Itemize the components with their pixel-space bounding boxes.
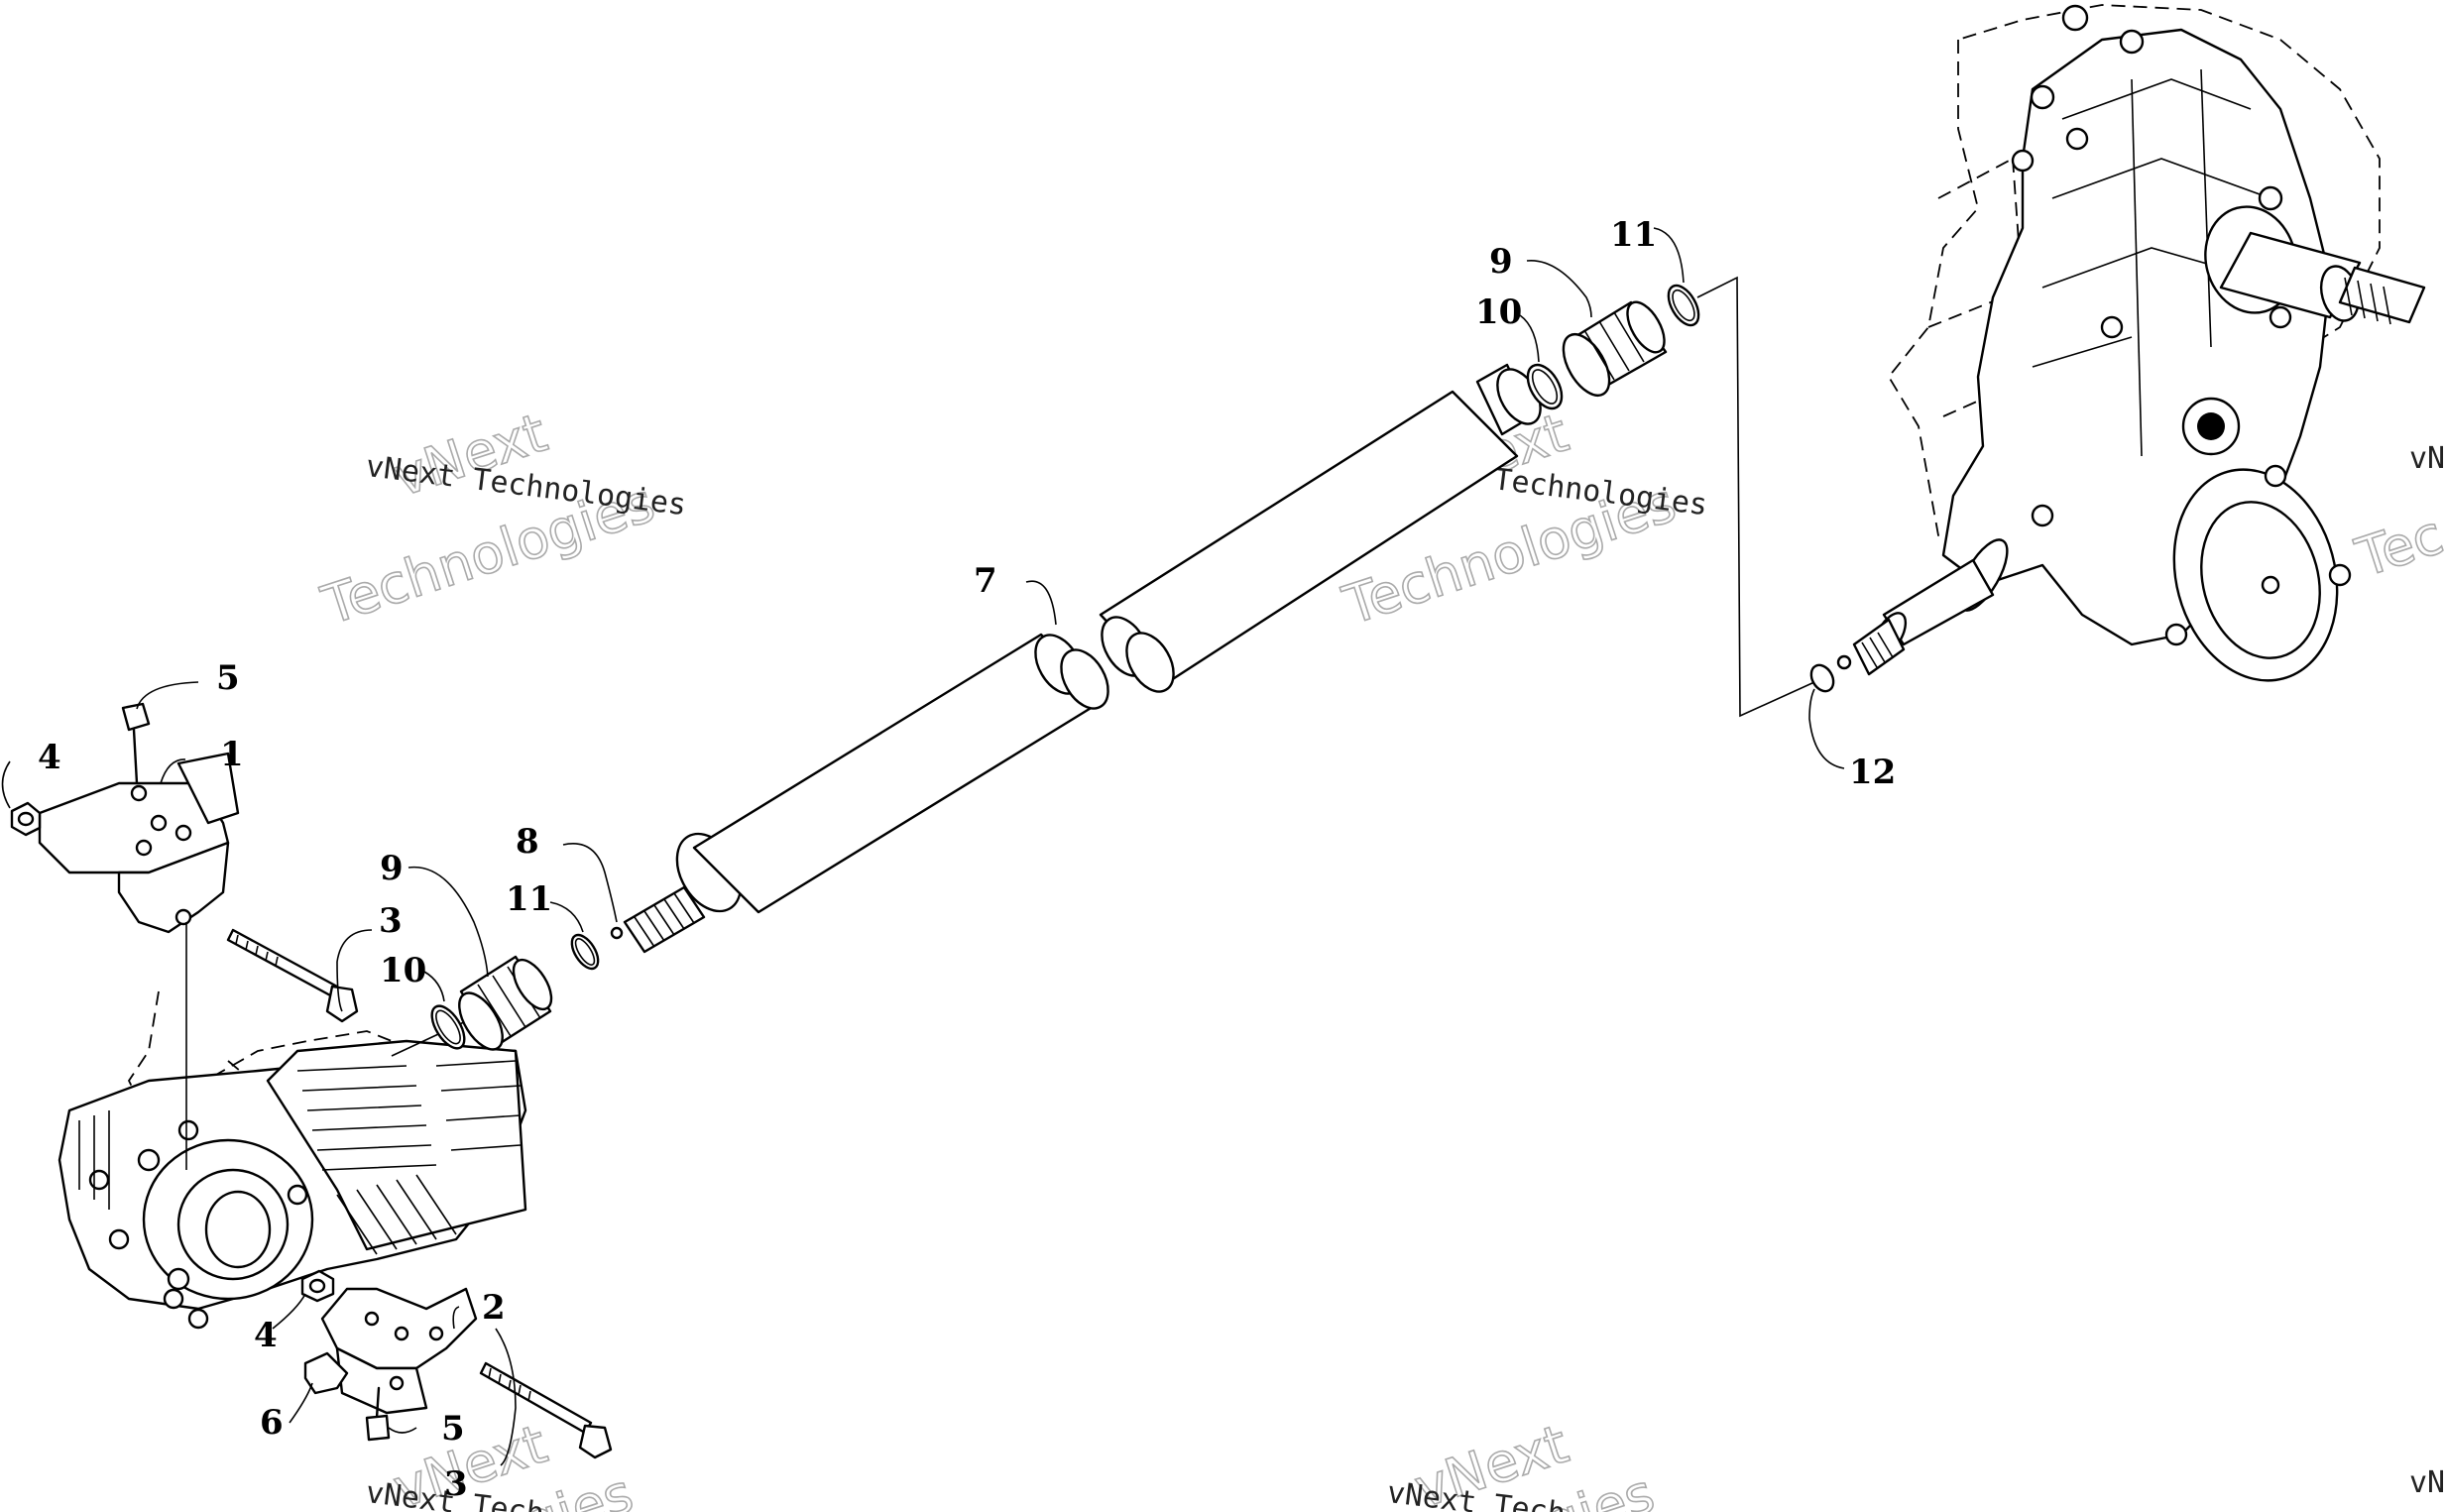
watermark-right-bottom: vN [2409,1465,2444,1500]
callout-11-upper: 11 [1610,215,1657,255]
callout-4-lower: 4 [254,1316,278,1355]
callout-9-lower: 9 [380,849,404,888]
mount-bracket-1 [10,702,359,1170]
watermark-left-top: vNext Technologies vNext Technologies [313,401,688,639]
boot-upper [1562,300,1668,397]
callout-4-upper: 4 [38,738,61,777]
callout-5-upper: 5 [216,658,240,698]
pin [610,926,624,940]
callout-6: 6 [260,1403,284,1443]
callout-1: 1 [220,735,244,774]
transmission-lower-left [58,990,527,1330]
callout-11-lower: 11 [506,879,552,919]
callout-labels: 1 2 3 3 4 4 5 5 6 7 8 9 9 10 10 11 11 12 [38,215,1896,1504]
propeller-shaft [391,276,1835,1057]
watermark-partial-big: Tec [2349,504,2444,590]
callout-2: 2 [482,1288,506,1328]
watermark-center-bottom: vNext gies vNext Tech [1385,1412,1663,1512]
watermark-right-top: vN Tec [2348,441,2444,590]
callout-5-lower: 5 [441,1409,465,1449]
callout-10-upper: 10 [1475,292,1522,332]
o-ring-upper [1526,363,1564,410]
callout-9-upper: 9 [1489,242,1513,282]
mount-bracket-2 [300,1269,613,1459]
o-ring-lower [430,1004,466,1050]
callout-8: 8 [516,822,539,862]
o-ring-lower-small [570,933,600,971]
boot-lower [458,955,553,1051]
watermark-partial-text: vN [2409,1465,2444,1500]
o-ring-12 [1809,663,1835,693]
o-ring-upper-small [1667,284,1700,327]
callout-12: 12 [1849,753,1896,792]
watermark-partial-text: vN [2409,441,2444,476]
callout-leaders [1,227,1845,1466]
transmission-upper-right [1836,4,2426,682]
callout-10-lower: 10 [380,951,426,990]
callout-7: 7 [974,561,997,601]
callout-3-upper: 3 [379,901,403,941]
callout-3-lower: 3 [444,1464,468,1504]
